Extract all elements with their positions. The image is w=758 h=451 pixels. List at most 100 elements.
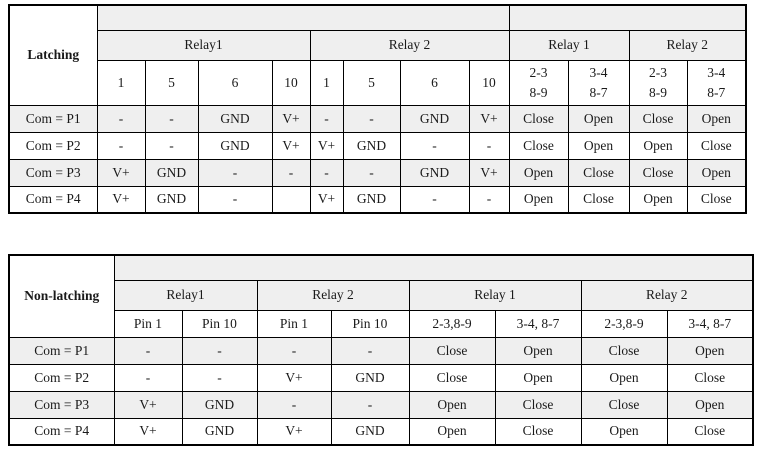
cell-p3-r1-5: GND — [144, 158, 199, 187]
cell-p3-r2-6: GND — [399, 158, 470, 187]
group-header-relay2-pins: Relay 2 — [309, 29, 510, 61]
cell-p4-r1-10 — [271, 185, 311, 214]
cell-p4-r2-10: - — [468, 185, 510, 214]
group-header-relay2-pins: Relay 2 — [256, 279, 410, 311]
cell-p2-state-r2-a: Open — [580, 363, 668, 392]
contact-header-r1-a: 2-3,8-9 — [408, 309, 496, 338]
cell-p3-r2-5: - — [342, 158, 401, 187]
row-label-p4: Com = P4 — [8, 185, 98, 214]
row-label-p3: Com = P3 — [8, 390, 115, 419]
cell-p4-state-r1-b: Close — [567, 185, 630, 214]
table-row: Com = P2 - - V+ GND Close Open Open Clos… — [8, 363, 754, 392]
cell-p2-r2-pin10: GND — [330, 363, 410, 392]
pin-header-r1-pin1: Pin 1 — [113, 309, 183, 338]
pin-header-r2-1: 1 — [309, 59, 344, 106]
row-label-p4: Com = P4 — [8, 417, 115, 446]
pin-header-r1-1: 1 — [96, 59, 146, 106]
cell-p1-state-r2-b: Open — [686, 104, 747, 133]
contact-header-r2-b: 3-4 8-7 — [686, 59, 747, 106]
group-header-relay1-pins: Relay1 — [96, 29, 311, 61]
cell-p3-r2-10: V+ — [468, 158, 510, 187]
contact-header-r2-b-line1: 3-4 — [707, 64, 726, 80]
row-label-p1: Com = P1 — [8, 104, 98, 133]
cell-p4-state-r2-b: Close — [686, 185, 747, 214]
cell-p2-state-r2-b: Close — [666, 363, 754, 392]
corner-label-latching: Latching — [8, 4, 98, 106]
cell-p3-state-r1-a: Open — [408, 390, 496, 419]
contact-header-r2-a: 2-3,8-9 — [580, 309, 668, 338]
cell-p1-r1-1: - — [96, 104, 146, 133]
contact-header-r2-a-line1: 2-3 — [649, 64, 667, 80]
contact-header-r2-a: 2-3 8-9 — [628, 59, 688, 106]
cell-p1-r2-6: GND — [399, 104, 470, 133]
cell-p3-state-r1-b: Close — [494, 390, 582, 419]
cell-p3-state-r2-a: Close — [580, 390, 668, 419]
cell-p2-r2-5: GND — [342, 131, 401, 160]
cell-p3-state-r2-b: Open — [686, 158, 747, 187]
contact-header-r2-b: 3-4, 8-7 — [666, 309, 754, 338]
cell-p1-state-r1-b: Open — [494, 336, 582, 365]
cell-p1-state-r1-a: Close — [408, 336, 496, 365]
group-header-relay2-states: Relay 2 — [580, 279, 754, 311]
cell-p2-r1-pin10: - — [181, 363, 258, 392]
cell-p2-r1-pin1: - — [113, 363, 183, 392]
cell-p4-r2-pin10: GND — [330, 417, 410, 446]
cell-p2-r1-1: - — [96, 131, 146, 160]
cell-p4-state-r2-a: Open — [628, 185, 688, 214]
group-header-relay1-states: Relay 1 — [408, 279, 582, 311]
cell-p2-r2-1: V+ — [309, 131, 344, 160]
pin-header-r1-6: 6 — [197, 59, 273, 106]
cell-p4-r1-5: GND — [144, 185, 199, 214]
latching-relay-table: Latching Relay1 Relay 2 Relay 1 Relay 2 … — [8, 4, 747, 214]
cell-p1-state-r1-b: Open — [567, 104, 630, 133]
cell-p1-r2-pin10: - — [330, 336, 410, 365]
cell-p3-state-r1-b: Close — [567, 158, 630, 187]
cell-p2-state-r1-b: Open — [567, 131, 630, 160]
cell-p3-state-r2-a: Close — [628, 158, 688, 187]
cell-p2-r2-pin1: V+ — [256, 363, 332, 392]
cell-p1-r2-1: - — [309, 104, 344, 133]
cell-p2-state-r2-b: Close — [686, 131, 747, 160]
cell-p4-r1-6: - — [197, 185, 273, 214]
cell-p2-state-r2-a: Open — [628, 131, 688, 160]
cell-p4-r1-1: V+ — [96, 185, 146, 214]
cell-p4-state-r2-a: Open — [580, 417, 668, 446]
row-label-p3: Com = P3 — [8, 158, 98, 187]
table-pin-header-row: 1 5 6 10 1 5 6 10 2-3 8-9 3-4 8-7 2-3 8 — [9, 59, 747, 106]
top-group-blank — [113, 254, 754, 281]
table-row: Com = P1 - - GND V+ - - GND V+ Close Ope… — [8, 104, 747, 133]
cell-p3-r1-10: - — [271, 158, 311, 187]
table-top-group-row: Latching — [8, 4, 747, 106]
nonlatching-relay-table: Non-latching Relay1 Relay 2 Relay 1 Rela… — [8, 254, 754, 446]
cell-p4-state-r1-a: Open — [508, 185, 569, 214]
group-header-relay1-states: Relay 1 — [508, 29, 630, 61]
cell-p4-state-r2-b: Close — [666, 417, 754, 446]
table-top-group-row: Non-latching — [8, 254, 754, 338]
contact-header-r1-a-line2: 8-9 — [529, 84, 548, 100]
cell-p3-r2-pin1: - — [256, 390, 332, 419]
table-row: Com = P4 V+ GND - V+ GND - - Open Close … — [8, 185, 747, 214]
cell-p2-r1-6: GND — [197, 131, 273, 160]
group-header-relay1-pins: Relay1 — [113, 279, 258, 311]
cell-p1-r1-5: - — [144, 104, 199, 133]
cell-p4-r1-pin1: V+ — [113, 417, 183, 446]
cell-p3-state-r1-a: Open — [508, 158, 569, 187]
cell-p2-state-r1-a: Close — [408, 363, 496, 392]
cell-p3-state-r2-b: Open — [666, 390, 754, 419]
contact-header-r1-a-line1: 2-3 — [529, 64, 548, 80]
table-pin-header-row: Pin 1 Pin 10 Pin 1 Pin 10 2-3,8-9 3-4, 8… — [9, 309, 754, 338]
table-row: Com = P2 - - GND V+ V+ GND - - Close Ope… — [8, 131, 747, 160]
cell-p2-r2-6: - — [399, 131, 470, 160]
pin-header-r2-5: 5 — [342, 59, 401, 106]
cell-p1-r1-pin10: - — [181, 336, 258, 365]
cell-p4-r2-pin1: V+ — [256, 417, 332, 446]
cell-p1-r2-pin1: - — [256, 336, 332, 365]
cell-p2-r1-10: V+ — [271, 131, 311, 160]
cell-p4-r2-6: - — [399, 185, 470, 214]
contact-header-r1-b-line1: 3-4 — [589, 64, 608, 80]
cell-p3-r2-pin10: - — [330, 390, 410, 419]
cell-p4-state-r1-a: Open — [408, 417, 496, 446]
cell-p1-state-r2-a: Close — [580, 336, 668, 365]
table-row: Com = P3 V+ GND - - - - GND V+ Open Clos… — [8, 158, 747, 187]
